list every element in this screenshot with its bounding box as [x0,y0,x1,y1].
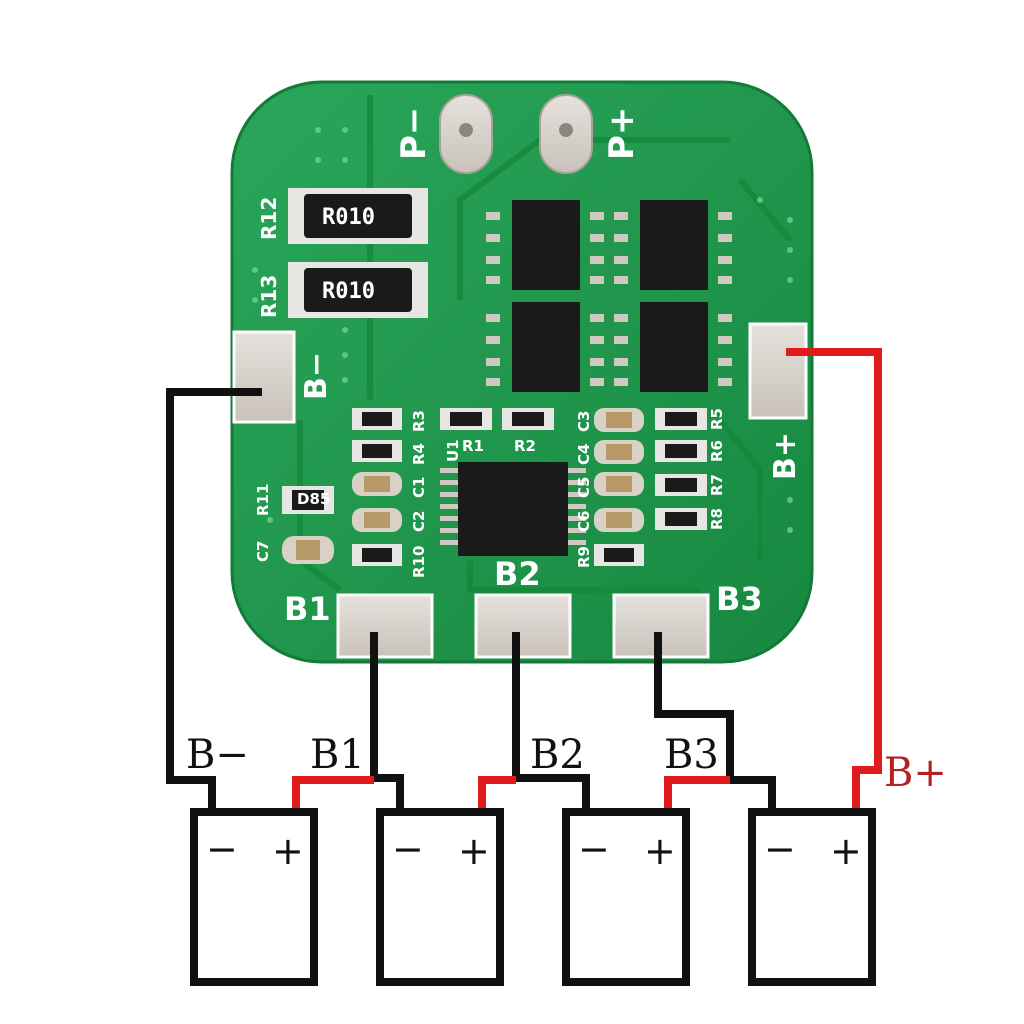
r12-label: R12 [257,197,281,240]
mosfet-2 [640,200,708,290]
wire-label-b-plus: B+ [884,750,947,796]
r13-label: R13 [257,275,281,318]
silk-c5: C5 [575,477,593,498]
mosfet-pins [486,212,732,386]
wire-b2-red [478,776,516,810]
wire-b1-red [292,776,374,810]
silkscreen-labels: R3 R4 C1 C2 R10 U1 R1 R2 C3 C4 C5 C6 R9 … [254,408,726,578]
wire-b-minus [166,388,262,810]
battery-cell-2: − + [376,808,504,986]
smd-top-row [440,408,554,430]
b3-pad-label: B3 [716,580,763,618]
mosfet-1 [512,200,580,290]
smd-left-column [352,408,402,566]
silk-r10: R10 [410,546,428,578]
silk-c1: C1 [410,477,428,498]
silk-c4: C4 [575,444,593,465]
pcb-vias [252,127,793,533]
b3-pad [612,593,710,659]
silk-r4: R4 [410,443,428,465]
cell-2-plus: + [458,829,490,873]
silk-c3: C3 [575,411,593,432]
b2-pad-label: B2 [494,555,541,593]
smd-left-lower [282,486,334,564]
mosfets [486,200,732,392]
p-plus-label: P+ [602,107,642,160]
smd-components [282,408,707,566]
cell-1-minus: − [206,827,238,871]
b1-pad [336,593,434,659]
smd-cap-column [594,408,644,566]
cell-4-plus: + [830,829,862,873]
cell-3-plus: + [644,829,676,873]
b-minus-pad [232,330,296,424]
silk-d85: D85 [297,490,330,508]
wire-label-b-minus: B− [186,732,249,778]
b-plus-pad-label: B+ [768,432,803,480]
battery-cell-1: − + [190,808,318,986]
b2-pad [474,593,572,659]
silk-c6: C6 [575,511,593,532]
b-plus-pad [748,322,808,420]
cell-2-minus: − [392,827,424,871]
silk-u1: U1 [444,439,462,462]
b-minus-pad-label: B− [299,352,334,400]
silk-r8: R8 [708,508,726,530]
silk-r6: R6 [708,440,726,462]
silk-c7: C7 [254,541,272,562]
r12-value: R010 [322,205,375,230]
mosfet-3 [512,302,580,392]
cell-4-minus: − [764,827,796,871]
silk-r7: R7 [708,474,726,496]
p-minus-pad [439,94,493,174]
wire-label-b3: B3 [664,732,719,778]
b1-pad-label: B1 [284,590,331,628]
r13-value: R010 [322,279,375,304]
wire-label-b2: B2 [530,732,585,778]
silk-r1: R1 [462,437,484,455]
battery-cell-3: − + [562,808,690,986]
p-plus-pad [539,94,593,174]
wire-b1 [370,632,404,810]
protection-ic [440,462,586,556]
silk-r2: R2 [514,437,536,455]
p-minus-label: P− [394,107,434,160]
silk-r5: R5 [708,408,726,430]
silk-r3: R3 [410,410,428,432]
shunt-resistors [288,188,428,318]
cell-3-minus: − [578,827,610,871]
wire-b2 [512,632,590,810]
silk-r11: R11 [254,484,272,516]
battery-cell-4: − + [748,808,876,986]
mosfet-4 [640,302,708,392]
wire-label-b1: B1 [310,732,365,778]
wire-b-plus [786,348,882,810]
wire-b3 [654,632,776,810]
silk-c2: C2 [410,511,428,532]
silk-r9: R9 [575,546,593,568]
wire-b3-red [664,776,730,810]
cell-1-plus: + [272,829,304,873]
smd-right-column [655,408,707,530]
balance-pads [336,593,710,659]
